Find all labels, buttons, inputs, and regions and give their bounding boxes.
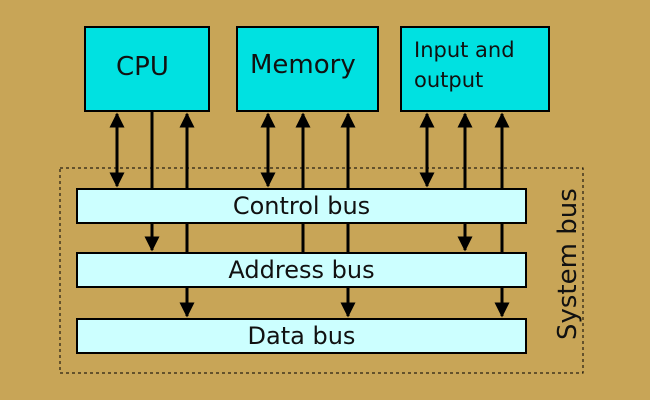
data-bus: Data bus bbox=[76, 318, 527, 354]
io-box: Input and output bbox=[400, 26, 550, 112]
address-bus: Address bus bbox=[76, 252, 527, 288]
control-bus-label: Control bus bbox=[232, 192, 371, 220]
memory-box: Memory bbox=[236, 26, 379, 112]
io-label-line2: output bbox=[414, 68, 484, 92]
control-bus: Control bus bbox=[76, 188, 527, 224]
cpu-box: CPU bbox=[84, 26, 210, 112]
system-bus-label: System bus bbox=[553, 188, 583, 340]
memory-label: Memory bbox=[250, 50, 356, 80]
system-bus-frame bbox=[59, 167, 584, 374]
address-bus-label: Address bus bbox=[228, 256, 375, 284]
data-bus-label: Data bus bbox=[247, 322, 356, 350]
cpu-label: CPU bbox=[116, 52, 169, 82]
io-label-line1: Input and bbox=[414, 38, 515, 62]
